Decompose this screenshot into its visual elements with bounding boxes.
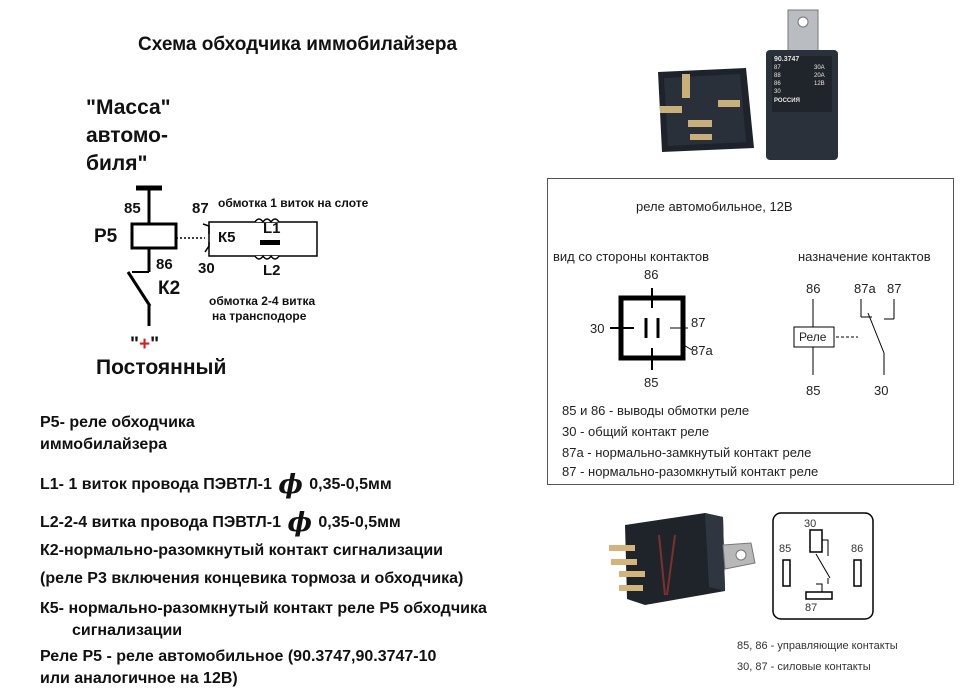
plus-terminal-label: "+" [130,334,159,356]
relay-pins-photo [658,68,754,152]
legend-p5-line1: Р5- реле обходчика [40,414,195,431]
legend-l1-text: L1- 1 виток провода ПЭВТЛ-1 [40,476,272,493]
relay-code-87: 87 [774,65,781,71]
legend-l2: L2-2-4 витка провода ПЭВТЛ-1 ϕ 0,35-0,5м… [40,508,401,538]
ground-label-line1: "Масса" [86,96,171,119]
ground-label: "Масса" автомо- биля" [86,94,171,178]
relay-code-86: 86 [774,81,781,87]
contacts-view-drawing [610,288,693,370]
legend-k5-line1: К5- нормально-разомкнутый контакт реле Р… [40,600,487,617]
plus-sign: + [139,334,151,355]
relay-model: 90.3747 [774,56,800,63]
diameter-symbol: ϕ [278,470,303,500]
legend-l2-size: 0,35-0,5мм [318,514,401,531]
ground-label-line2: автомо- [86,124,168,147]
pin-85-label: 85 [124,200,141,217]
layout-pin-85: 85 [779,543,792,555]
relay-p5-label: Р5 [94,226,118,247]
coil1-note: обмотка 1 виток на слоте [218,196,369,210]
purpose-pin-30: 30 [874,383,889,398]
k2-label: К2 [158,278,181,299]
layout-pin-86: 86 [851,543,864,555]
panel-desc-87a: 87а - нормально-замкнутый контакт реле [562,445,812,460]
diagram-title: Схема обходчика иммобилайзера [138,34,458,55]
legend-k2-line1: К2-нормально-разомкнутый контакт сигнали… [40,542,444,559]
pin-87-label: 87 [192,200,209,217]
coil2-note-line2: на трансподоре [212,309,307,323]
relay-front-photo [787,9,819,53]
legend-k5-line2: сигнализации [72,622,183,639]
legend-l2-text: L2-2-4 витка провода ПЭВТЛ-1 [40,514,281,531]
legend-l1: L1- 1 виток провода ПЭВТЛ-1 ϕ 0,35-0,5мм [40,470,392,500]
legend-k2-line2: (реле Р3 включения концевика тормоза и о… [40,570,464,587]
purpose-pin-85: 85 [806,383,821,398]
view-pin-87: 87 [691,315,706,330]
relay-code-12v: 12В [814,81,825,87]
plus-quote-left: " [130,334,140,355]
relay-code-30: 30 [774,89,781,95]
view-pin-30: 30 [590,321,605,336]
pin-layout-drawing [772,512,874,620]
contacts-purpose-drawing [793,299,895,375]
relay-code-20a: 20А [814,73,825,79]
relay-bracket-photo [609,513,756,605]
relay-front-body: 90.3747 87 30А 88 20А 86 12В 30 РОССИЯ [766,50,838,160]
view-pin-87a: 87а [691,343,713,358]
constant-power-label: Постоянный [96,356,227,379]
l1-label: L1 [263,220,281,237]
bypass-schematic [126,185,318,326]
pin-86-label: 86 [156,256,173,273]
k5-label: К5 [218,229,236,246]
l2-label: L2 [263,262,281,279]
panel-contacts-view-heading: вид со стороны контактов [553,249,710,264]
coil2-note-line1: обмотка 2-4 витка [209,294,316,308]
panel-desc-30: 30 - общий контакт реле [562,424,710,439]
layout-pin-30: 30 [804,518,817,530]
purpose-pin-87: 87 [887,281,902,296]
legend-relay-line2: или аналогичное на 12В) [40,670,238,687]
relay-code-88: 88 [774,73,781,79]
relay-code-30a: 30А [814,65,825,71]
relay-info-panel: реле автомобильное, 12В вид со стороны к… [547,178,954,485]
plus-quote-right: " [150,334,160,355]
purpose-pin-86: 86 [806,281,821,296]
panel-desc-85-86: 85 и 86 - выводы обмотки реле [562,403,750,418]
panel-contacts-purpose-heading: назначение контактов [798,249,931,264]
ground-label-line3: биля" [86,152,148,175]
layout-pin-87: 87 [805,602,818,614]
panel-title: реле автомобильное, 12В [636,199,793,214]
legend-p5-line2: иммобилайзера [40,436,167,453]
legend-relay-line1: Реле Р5 - реле автомобильное (90.3747,90… [40,648,437,665]
caption-power-contacts: 30, 87 - силовые контакты [737,661,871,673]
purpose-relay-box-label: Реле [799,330,827,344]
diameter-symbol: ϕ [287,508,312,538]
purpose-pin-87a: 87а [854,281,876,296]
legend-l1-size: 0,35-0,5мм [309,476,392,493]
view-pin-86: 86 [644,267,659,282]
panel-desc-87: 87 - нормально-разомкнутый контакт реле [562,464,819,479]
relay-country: РОССИЯ [774,98,800,104]
pin-30-label: 30 [198,260,215,277]
view-pin-85: 85 [644,375,659,390]
caption-control-contacts: 85, 86 - управляющие контакты [737,640,898,652]
